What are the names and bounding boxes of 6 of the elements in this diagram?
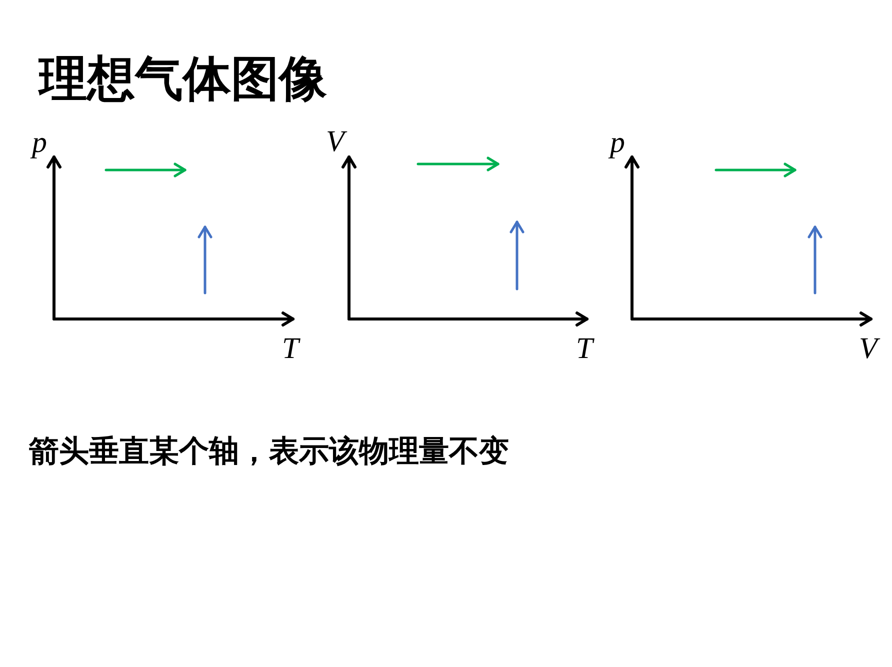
axis-label: T [576,334,593,364]
axis-label: p [610,128,625,158]
axis-label: p [32,128,47,158]
axis-label: T [282,334,299,364]
title: 理想气体图像 [39,55,327,103]
note-text: 箭头垂直某个轴，表示该物理量不变 [29,437,509,467]
